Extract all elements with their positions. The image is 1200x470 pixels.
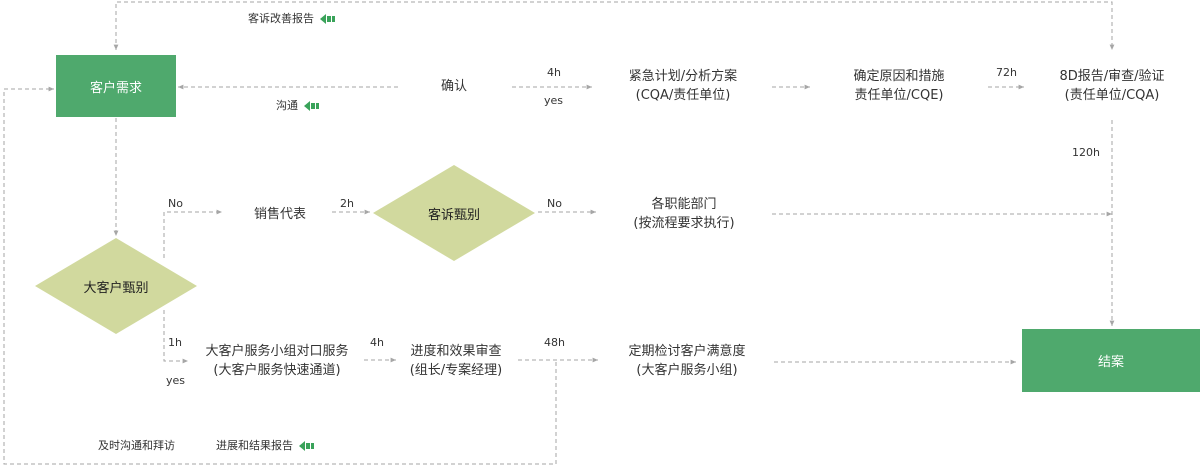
label-72h: 72h	[996, 66, 1017, 79]
node-big-customer-service[interactable]: 大客户服务小组对口服务 (大客户服务快速通道)	[205, 344, 349, 378]
node-customer-demand[interactable]: 客户需求	[56, 55, 176, 117]
edge-report-loop	[113, 1, 1115, 50]
label-yes-bottom: yes	[166, 374, 186, 387]
node-root-cause[interactable]: 确定原因和措施 责任单位/CQE)	[853, 69, 945, 103]
label-yes-top: yes	[544, 94, 564, 107]
edge-screen-to-sales	[163, 209, 222, 258]
label-1h: 1h	[168, 336, 182, 349]
label-no-right: No	[547, 197, 562, 210]
node-progress-review[interactable]: 进度和效果审查 (组长/专案经理)	[409, 344, 503, 378]
node-departments[interactable]: 各职能部门 (按流程要求执行)	[633, 197, 735, 231]
label-communicate: 沟通	[276, 99, 320, 113]
left-arrow-icon	[299, 441, 314, 451]
left-arrow-icon	[320, 14, 335, 24]
node-8d-report[interactable]: 8D报告/审查/验证 (责任单位/CQA)	[1059, 69, 1165, 103]
edge-feedback-loop	[3, 86, 557, 465]
label-timely-visit: 及时沟通和拜访	[98, 439, 175, 452]
node-confirm[interactable]: 确认	[440, 79, 467, 94]
label-4h-top: 4h	[547, 66, 561, 79]
label-complaint-report: 客诉改善报告	[248, 12, 336, 26]
label-120h: 120h	[1072, 146, 1100, 159]
complaint-screen-label: 客诉甄别	[427, 207, 480, 223]
label-2h: 2h	[340, 197, 354, 210]
node-sales-rep[interactable]: 销售代表	[253, 207, 306, 222]
node-emergency-plan[interactable]: 紧急计划/分析方案 (CQA/责任单位)	[628, 69, 738, 103]
node-big-customer-screen[interactable]	[34, 237, 198, 335]
left-arrow-icon	[304, 101, 319, 111]
big-customer-screen-label: 大客户甄别	[83, 280, 149, 296]
node-complaint-screen[interactable]	[372, 164, 536, 262]
label-4h-bottom: 4h	[370, 336, 384, 349]
label-no-left: No	[168, 197, 183, 210]
edge-screen-to-service	[163, 310, 188, 364]
label-progress-report: 进展和结果报告	[216, 439, 315, 453]
node-satisfaction[interactable]: 定期检讨客户满意度 (大客户服务小组)	[628, 344, 746, 378]
node-close-case[interactable]: 结案	[1022, 329, 1200, 392]
label-48h: 48h	[544, 336, 565, 349]
